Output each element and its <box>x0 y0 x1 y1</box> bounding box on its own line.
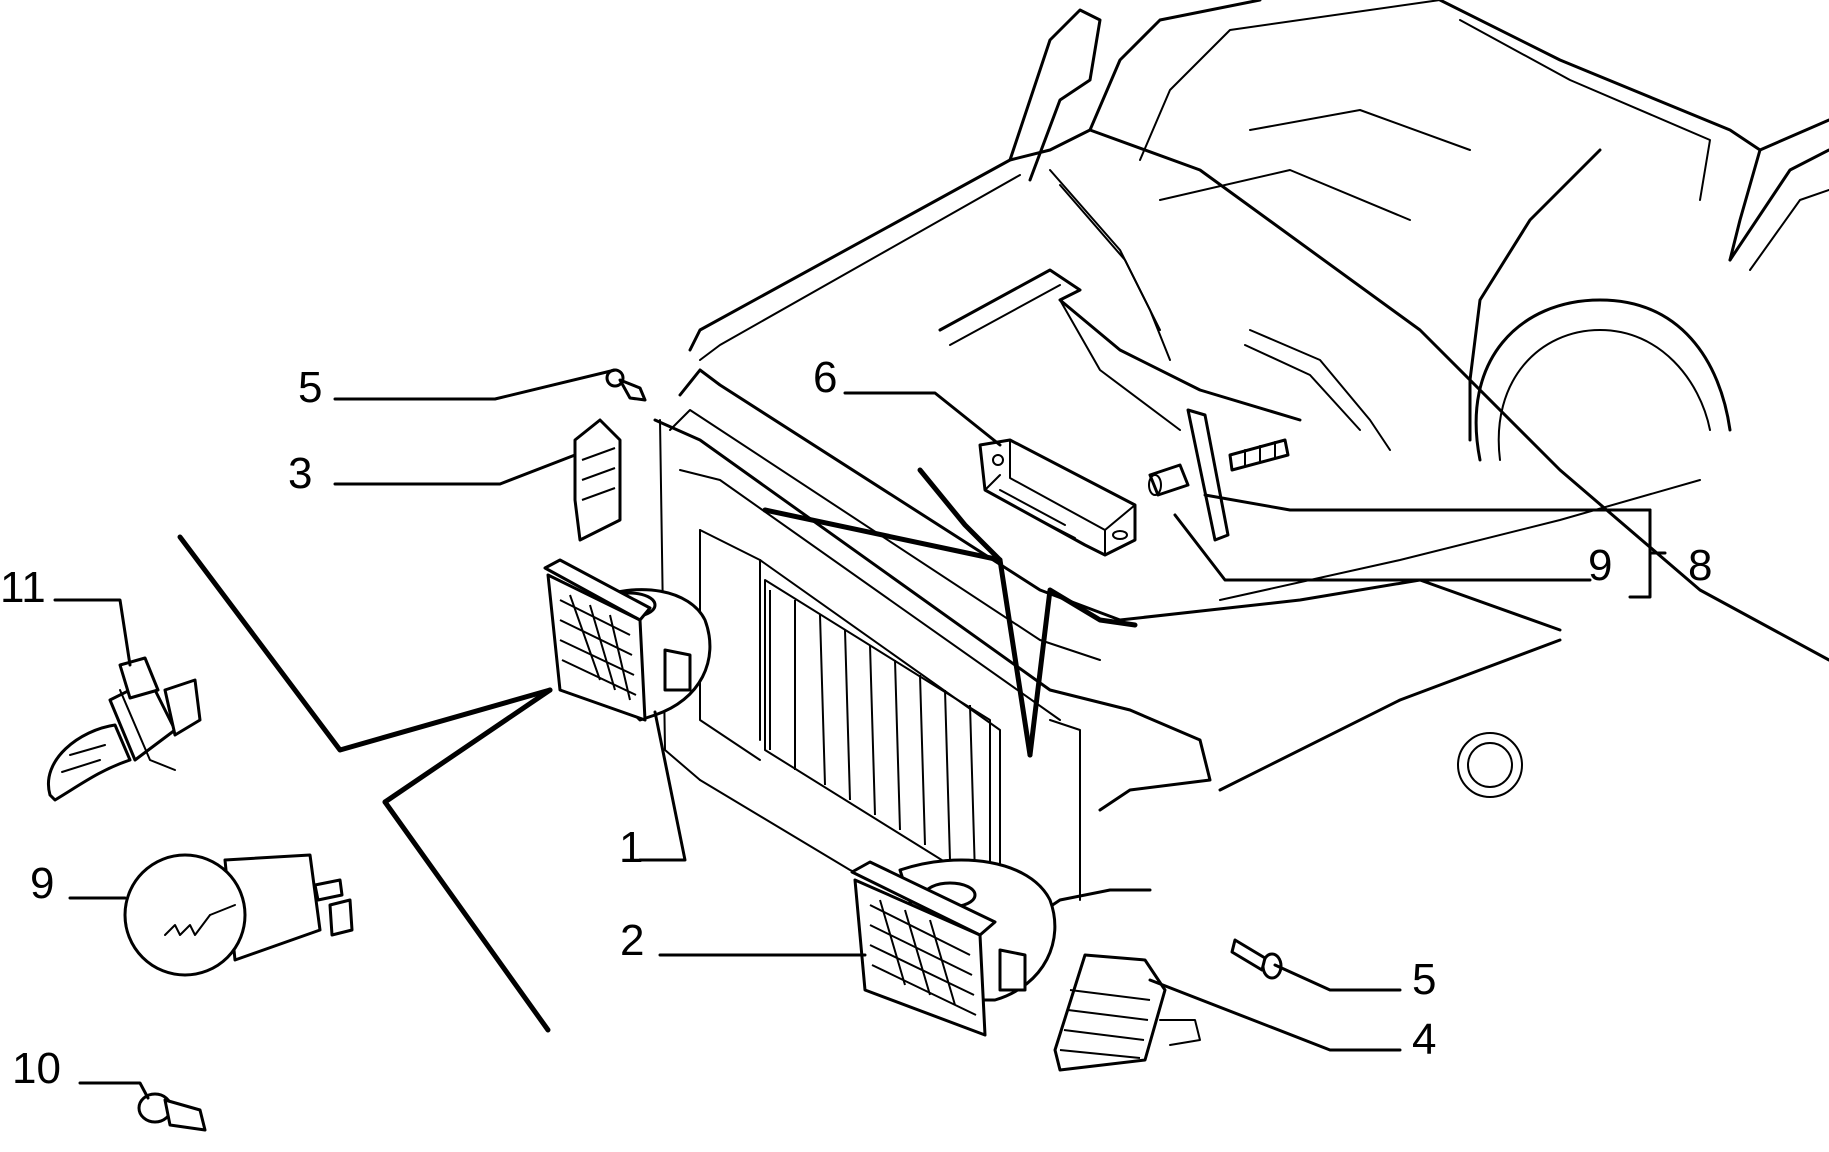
headlamp-1 <box>543 558 712 722</box>
label-9-right: 9 <box>1588 541 1612 590</box>
side-marker-3 <box>573 418 622 542</box>
corner-lamp <box>1053 953 1201 1072</box>
adjuster-assembly <box>1148 408 1290 542</box>
label-9-left: 9 <box>30 859 54 908</box>
label-11: 11 <box>0 563 46 612</box>
label-6: 6 <box>813 353 837 402</box>
bulb-small <box>137 1092 207 1132</box>
screw-right <box>1230 938 1283 980</box>
label-2: 2 <box>620 916 644 965</box>
bulb-round <box>123 853 354 977</box>
label-10: 10 <box>12 1044 61 1093</box>
leader-lines <box>53 368 1667 1100</box>
callout-labels: 5 3 6 9 8 11 1 9 2 5 4 10 <box>0 353 1712 1093</box>
connector-lines <box>177 467 1138 1033</box>
headlamp-2 <box>850 858 1057 1037</box>
car-body <box>669 0 1829 798</box>
screw-top <box>605 368 647 402</box>
label-5-top: 5 <box>298 363 322 412</box>
bulb-h4 <box>47 656 202 802</box>
label-1: 1 <box>619 823 643 872</box>
label-4: 4 <box>1412 1015 1436 1064</box>
label-8: 8 <box>1688 541 1712 590</box>
label-3: 3 <box>288 449 312 498</box>
bracket-6 <box>978 438 1137 557</box>
label-5-right: 5 <box>1412 955 1436 1004</box>
